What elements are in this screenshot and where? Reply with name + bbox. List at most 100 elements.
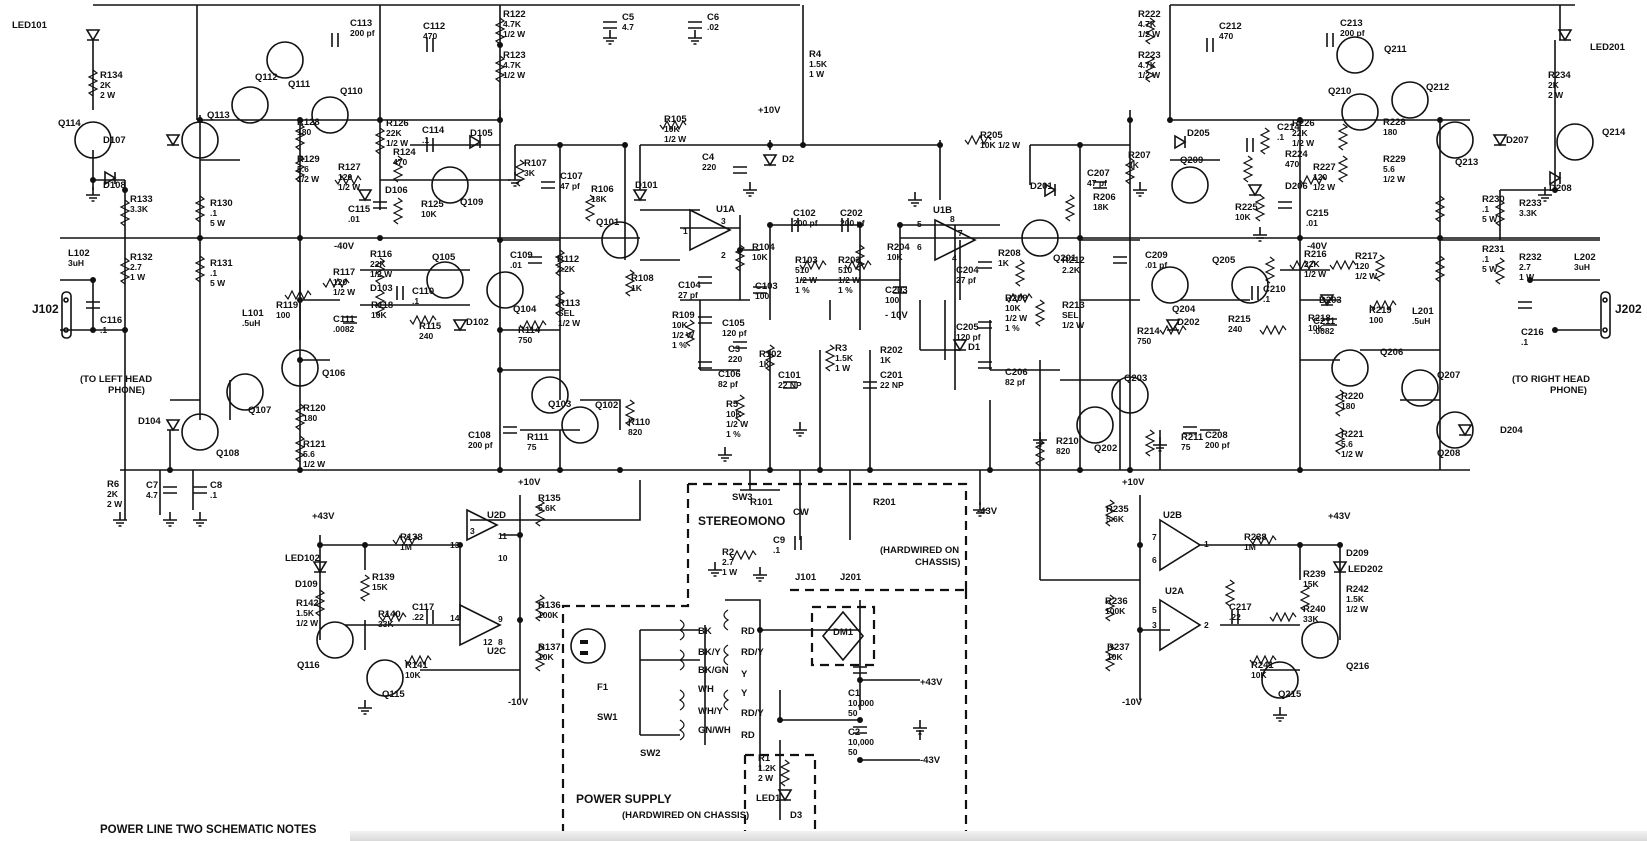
junction-dot [557, 142, 563, 148]
svg-text:1/2 W: 1/2 W [1346, 604, 1369, 614]
resistor-icon [764, 344, 776, 372]
svg-text:Q208: Q208 [1437, 448, 1460, 459]
center-dm1-label: DM1 [833, 627, 854, 638]
svg-text:100: 100 [276, 310, 290, 320]
svg-text:1/2 W: 1/2 W [370, 269, 393, 279]
svg-text:D201: D201 [1030, 181, 1053, 192]
op-amp-symbols [459, 208, 1202, 652]
resistor-icon [1124, 157, 1136, 185]
svg-text:C112: C112 [423, 21, 445, 32]
svg-text:R110: R110 [628, 417, 650, 428]
capacitor-icon [1183, 426, 1197, 434]
svg-text:1/2 W: 1/2 W [1304, 269, 1327, 279]
svg-text:4.7K: 4.7K [1138, 19, 1157, 29]
svg-text:R238: R238 [1244, 532, 1267, 543]
svg-text:C201: C201 [880, 370, 903, 381]
svg-text:1 %: 1 % [726, 429, 741, 439]
left-c116-label: C116.1 [100, 315, 122, 335]
svg-text:240: 240 [1228, 324, 1242, 334]
svg-text:.5uH: .5uH [1412, 316, 1430, 326]
svg-text:33K: 33K [1303, 614, 1319, 624]
jack-j102: J102 [32, 302, 59, 316]
junction-dot [497, 367, 503, 373]
svg-text:Q210: Q210 [1328, 86, 1351, 97]
svg-text:C213: C213 [1340, 18, 1363, 29]
svg-text:Q213: Q213 [1455, 157, 1478, 168]
ground-icon [1253, 227, 1267, 242]
diode-icon [1457, 424, 1473, 437]
svg-text:D1: D1 [968, 342, 981, 353]
right-q216-label: Q216 [1346, 661, 1369, 672]
svg-text:Q209: Q209 [1180, 155, 1203, 166]
center-r3-label: R31.5K1 W [835, 343, 854, 373]
svg-text:200 pf: 200 pf [468, 440, 493, 450]
svg-text:1/2 W: 1/2 W [664, 134, 687, 144]
svg-text:1.5K: 1.5K [809, 59, 828, 69]
center-op-amp-pin: 8 [950, 214, 955, 224]
resistor-icon [119, 257, 131, 285]
svg-text:180: 180 [1341, 401, 1355, 411]
left-r130-label: R130.15 W [210, 198, 233, 228]
svg-text:DM1: DM1 [833, 627, 854, 638]
resistor-icon [659, 119, 687, 131]
svg-text:Q112: Q112 [255, 72, 278, 83]
transistor-body [231, 86, 269, 124]
rail-neg10-left: -10V [508, 697, 529, 708]
left-c114-label: C114.1 [422, 125, 445, 145]
capacitor-icon [426, 138, 434, 152]
svg-text:C105: C105 [722, 318, 745, 329]
svg-text:1M: 1M [400, 542, 412, 552]
svg-text:Q108: Q108 [216, 448, 239, 459]
svg-text:Q116: Q116 [297, 660, 320, 671]
svg-text:1K: 1K [631, 283, 643, 293]
diode-icon [452, 319, 468, 332]
junction-dot [767, 467, 773, 473]
rail-neg10-center: - 10V [885, 310, 908, 321]
svg-text:.1: .1 [1263, 294, 1270, 304]
right-l201-label: L201.5uH [1412, 306, 1434, 326]
resistor-icon [584, 194, 596, 222]
svg-text:1/2 W: 1/2 W [296, 618, 319, 628]
svg-text:50: 50 [848, 747, 858, 757]
junction-dot [1437, 235, 1443, 241]
capacitor-icon [753, 286, 767, 294]
svg-text:CW: CW [793, 507, 809, 518]
diode-icon [469, 134, 482, 150]
resistor-icon [1289, 259, 1317, 271]
svg-text:10K: 10K [1235, 212, 1251, 222]
resistor-icon [284, 289, 312, 301]
svg-text:R108: R108 [631, 273, 654, 284]
transistor-body [311, 96, 349, 134]
right-c214-label: C214.1 [1277, 122, 1300, 142]
right-phone-note-1: (TO RIGHT HEAD [1512, 374, 1590, 385]
left-c111-label: C111.0082 [333, 314, 355, 334]
svg-text:470: 470 [1285, 159, 1299, 169]
resistor-icon [534, 644, 546, 672]
svg-text:Q216: Q216 [1346, 661, 1369, 672]
center-op-amp-pin: 1 [683, 226, 688, 236]
capacitor-icon [978, 321, 992, 329]
svg-text:10K: 10K [664, 124, 680, 134]
center-sw3-label: SW3 [732, 492, 753, 503]
right-q213-label: Q213 [1455, 157, 1478, 168]
svg-text:4.7K: 4.7K [503, 19, 522, 29]
svg-text:27 pf: 27 pf [956, 275, 976, 285]
svg-text:R226: R226 [1292, 118, 1315, 129]
svg-text:1/2 W: 1/2 W [1341, 449, 1364, 459]
junction-dot [1077, 142, 1083, 148]
left-c7-label: C74.7 [146, 480, 158, 500]
svg-text:C4: C4 [702, 152, 715, 163]
